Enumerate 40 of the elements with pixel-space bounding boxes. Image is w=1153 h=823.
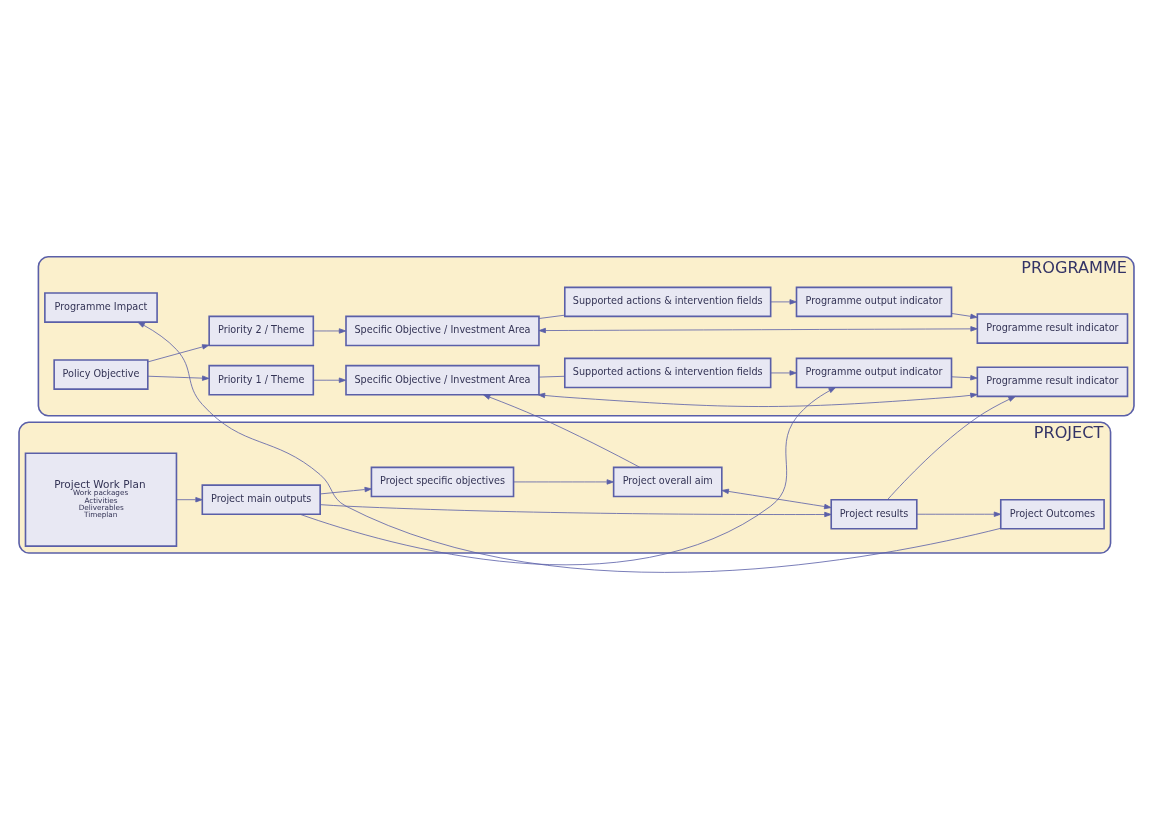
arrow — [770, 299, 797, 305]
node-box: Project results — [830, 498, 918, 530]
node-box: Project specific objectives — [370, 466, 515, 498]
arrow — [176, 497, 203, 503]
arrow — [299, 387, 836, 566]
arrow — [313, 377, 347, 383]
arrow — [319, 504, 832, 518]
node-box: Specific Objective / Investment Area — [345, 364, 540, 396]
node-box: Project main outputs — [201, 484, 321, 516]
arrow — [916, 511, 1002, 517]
node-box: Project Work Plan Work packages Activities Deliverables Timeplan — [24, 452, 178, 547]
arrow — [770, 370, 797, 376]
arrow — [951, 313, 978, 319]
node-box: Programme output indicator — [795, 286, 953, 318]
arrow — [537, 392, 978, 407]
node-box: Specific Objective / Investment Area — [345, 315, 540, 347]
arrow — [137, 321, 1002, 573]
node-box: Supported actions & intervention fields — [564, 286, 772, 318]
arrow — [313, 328, 347, 334]
arrow — [147, 375, 210, 381]
connector — [538, 375, 565, 378]
connector — [538, 314, 565, 319]
arrow — [513, 479, 614, 485]
arrow — [147, 344, 210, 363]
arrow — [483, 394, 641, 468]
node-box: Supported actions & intervention fields — [564, 357, 772, 389]
node-box: Priority 2 / Theme — [208, 315, 315, 347]
node-box: Programme result indicator — [976, 313, 1129, 344]
node-box: Priority 1 / Theme — [208, 364, 315, 396]
arrow — [951, 375, 978, 381]
node-box: Programme Impact — [44, 292, 158, 323]
arrow — [319, 486, 372, 495]
node-box: Programme result indicator — [976, 366, 1129, 398]
node-box: Policy Objective — [53, 359, 149, 390]
node-box: Project Outcomes — [999, 498, 1105, 530]
node-box: Programme output indicator — [795, 357, 953, 389]
node-box: Project overall aim — [612, 466, 723, 498]
arrow — [538, 326, 978, 334]
arrow — [721, 488, 832, 510]
arrow — [887, 396, 1016, 500]
